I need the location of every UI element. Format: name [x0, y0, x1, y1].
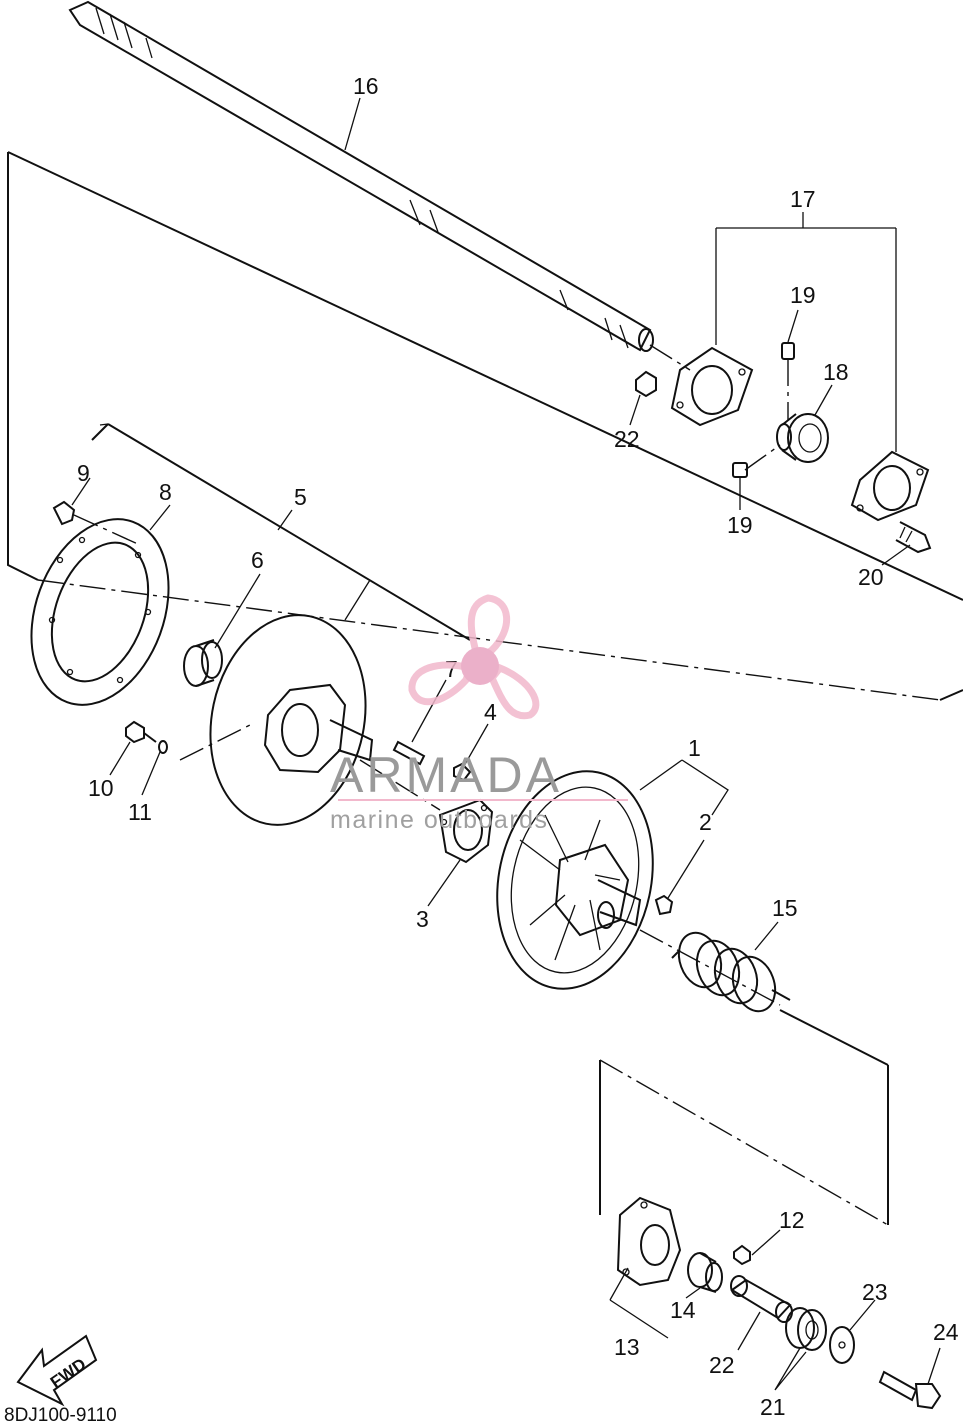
callout-19-bottom: 19	[727, 512, 753, 538]
bushing-6	[183, 639, 223, 687]
washer-24	[829, 1326, 855, 1364]
armada-watermark: ARMADA marine outboards	[330, 594, 628, 834]
brand-tagline: marine outboards	[330, 806, 549, 834]
diagram-code: 8DJ100-9110	[4, 1405, 117, 1425]
callout-22: 21	[760, 1394, 786, 1420]
callout-15: 15	[772, 895, 798, 921]
callout-2: 2	[699, 809, 712, 835]
callout-17: 17	[790, 186, 816, 212]
callout-7: 7	[445, 656, 458, 682]
callout-16: 16	[353, 73, 379, 99]
propeller-blade-right	[487, 663, 540, 720]
fixed-sheave	[179, 614, 441, 826]
assembly-outlines	[7, 151, 963, 1226]
callout-23: 22	[709, 1352, 735, 1378]
callout-19-top: 19	[790, 282, 816, 308]
callout-10: 10	[88, 775, 114, 801]
leader-lines	[71, 97, 941, 1391]
callout-24: 23	[862, 1279, 888, 1305]
screw-4	[453, 762, 472, 782]
bolt-20	[895, 521, 932, 554]
propeller-blade-top	[467, 594, 510, 666]
callout-11: 11	[128, 799, 152, 825]
callout-4: 4	[484, 699, 497, 725]
callout-6: 6	[251, 547, 264, 573]
washer-11	[158, 740, 168, 754]
callout-5: 5	[294, 484, 307, 510]
fwd-arrow: FWD	[16, 1334, 98, 1407]
bearing-housing-left	[670, 346, 754, 427]
bolt-9	[52, 500, 141, 546]
callout-3: 3	[416, 906, 429, 932]
callout-25: 24	[933, 1319, 959, 1345]
plug-2	[654, 894, 674, 916]
callout-18: 18	[823, 359, 849, 385]
callout-20: 20	[858, 564, 884, 590]
callout-14: 14	[670, 1297, 696, 1323]
propeller-blade-left	[408, 661, 475, 706]
drive-shaft	[68, 0, 691, 371]
callout-12: 12	[779, 1207, 805, 1233]
bearing-housing-right	[850, 450, 930, 522]
propeller-logo	[408, 594, 540, 720]
callout-21: 22	[614, 426, 640, 452]
callout-labels: 16 17 19 18 22 19 20 9 8 5 6 7 4 1 2 10 …	[77, 73, 959, 1420]
bearing	[776, 413, 829, 463]
callout-9: 9	[77, 460, 90, 486]
callout-1: 1	[688, 735, 701, 761]
brand-name: ARMADA	[330, 747, 562, 803]
movable-sheave	[496, 770, 654, 990]
stud-7	[392, 740, 426, 766]
nut-12	[733, 1244, 751, 1266]
bushing-14	[687, 1252, 723, 1293]
cam-bracket	[616, 1196, 682, 1287]
nut-21	[635, 370, 657, 398]
bolt-25	[878, 1370, 942, 1410]
bolt-10	[125, 720, 157, 744]
set-screws	[732, 342, 795, 478]
propeller-hub	[461, 647, 499, 685]
callout-8: 8	[159, 479, 172, 505]
callout-13: 13	[614, 1334, 640, 1360]
ring-plate	[30, 518, 170, 706]
spring-15	[671, 931, 791, 1013]
collar-23	[730, 1275, 793, 1323]
